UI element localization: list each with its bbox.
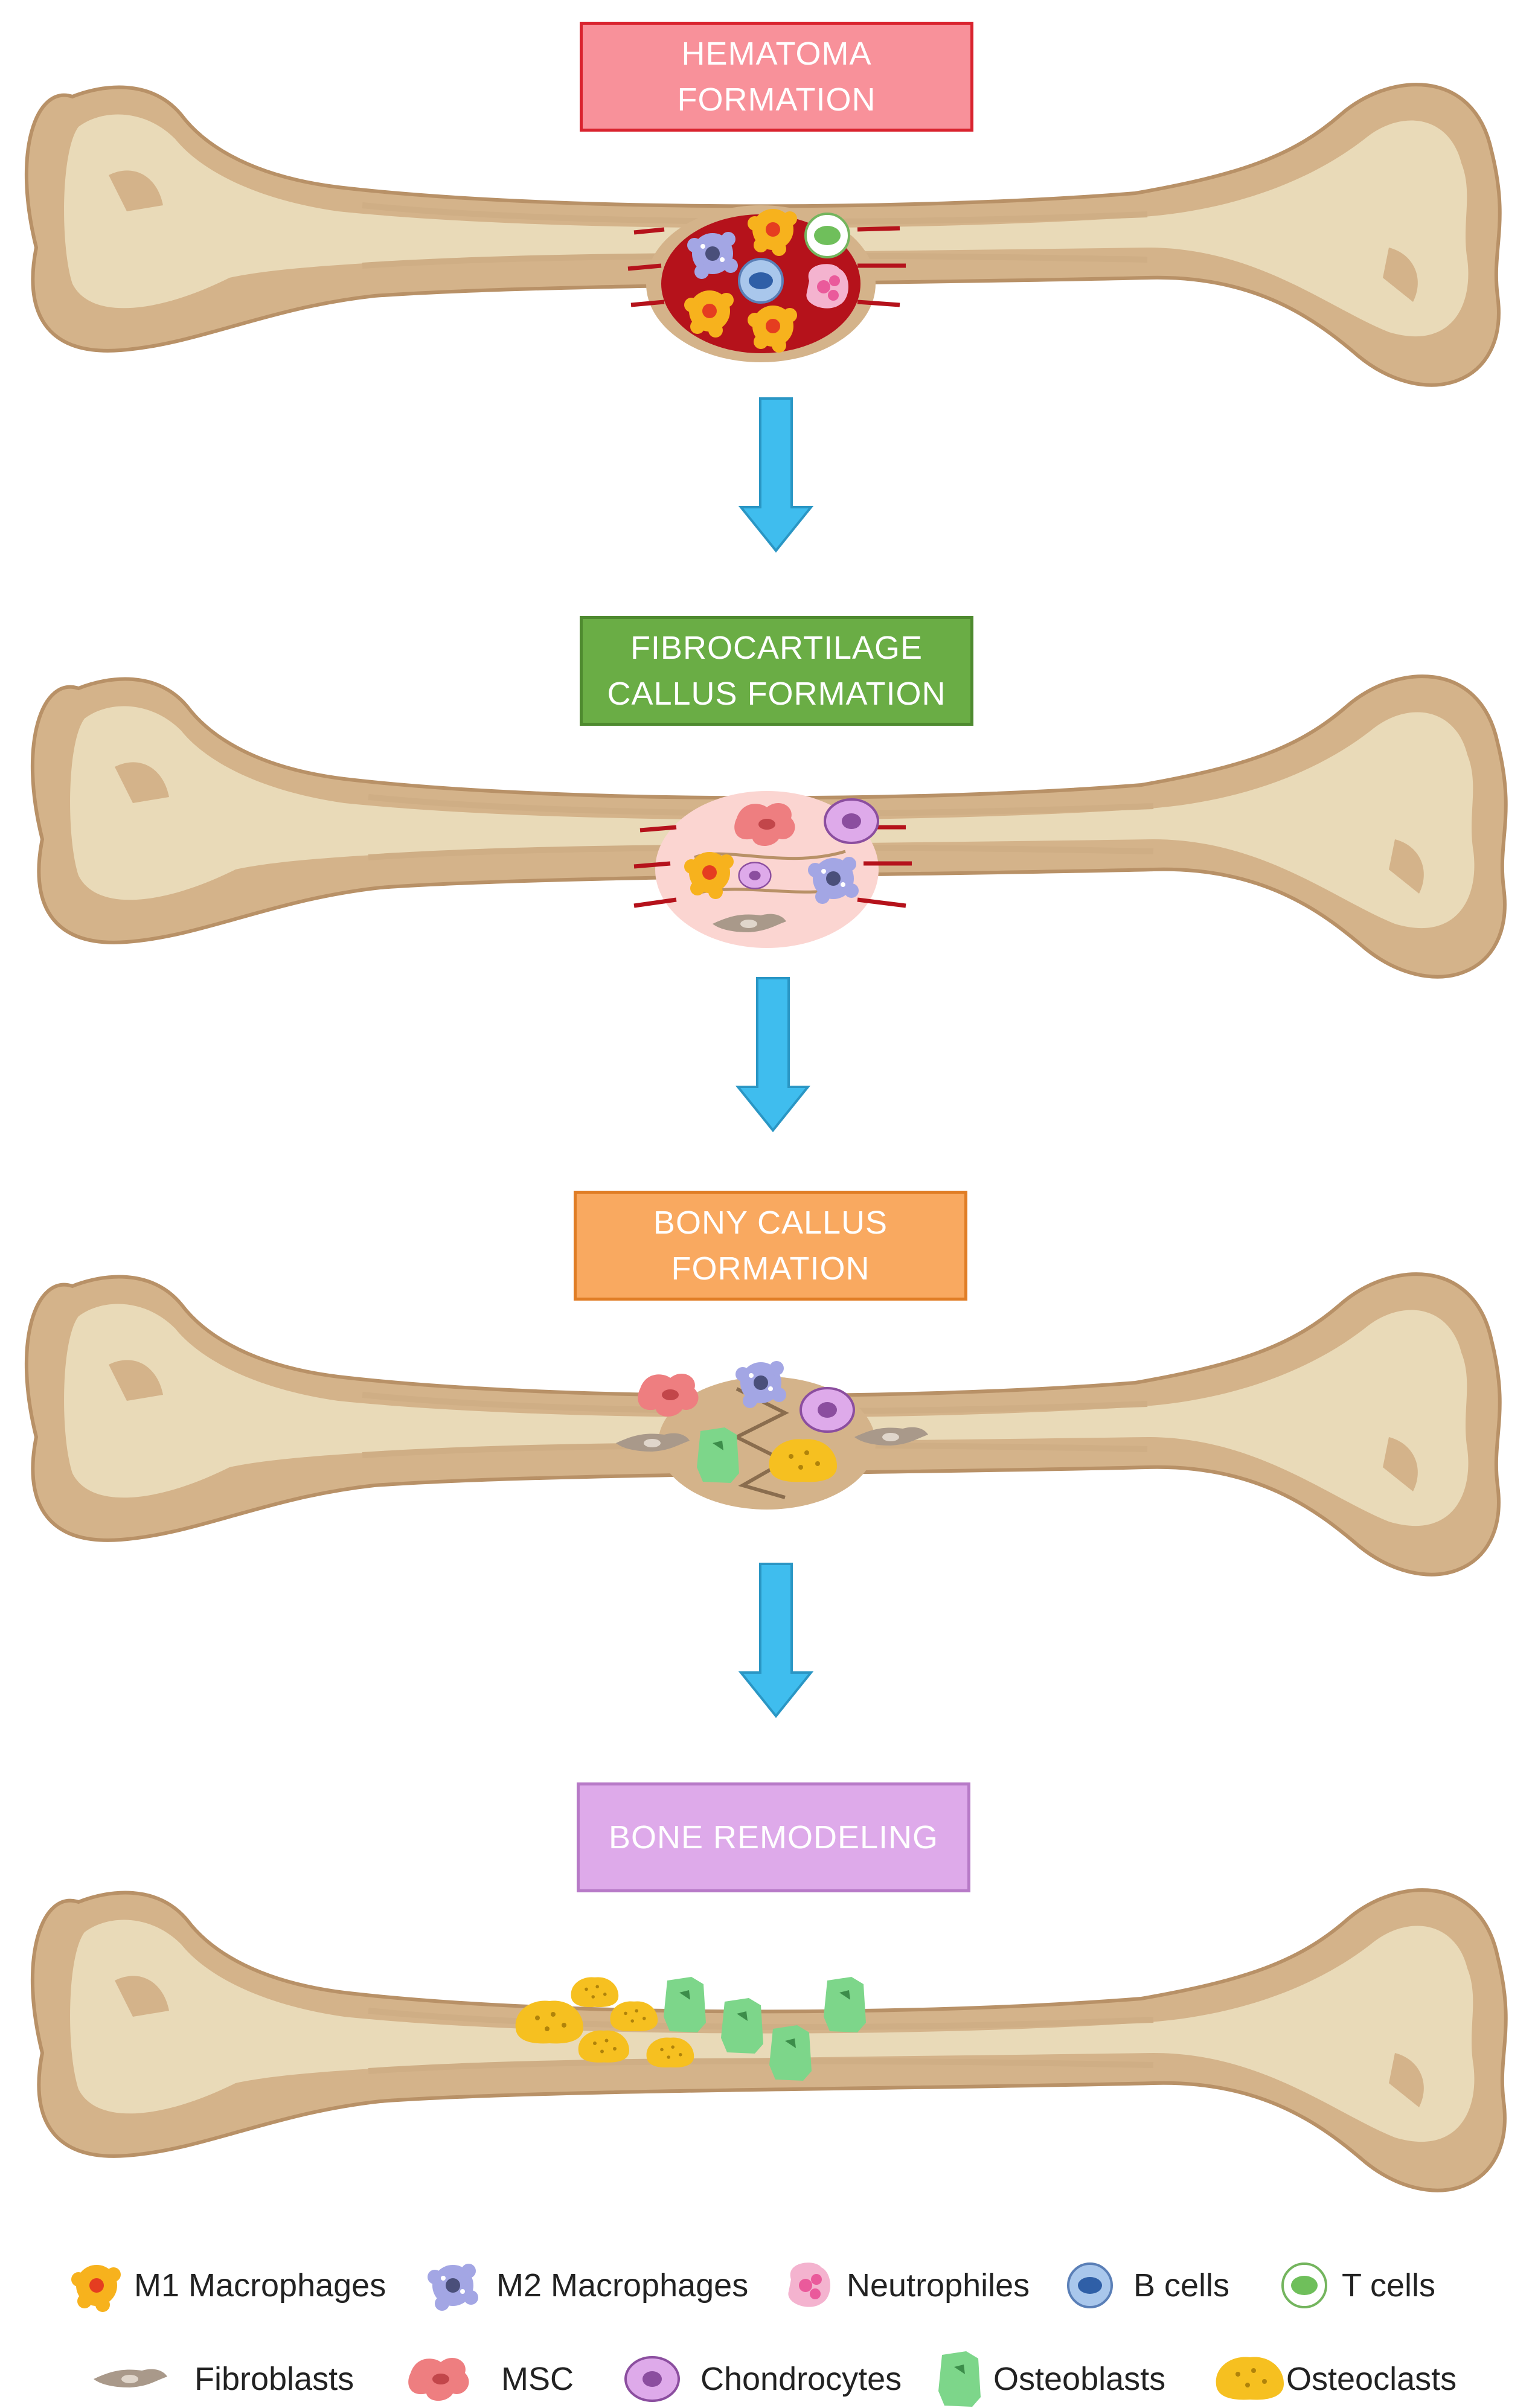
legend-label-chondrocyte: Chondrocytes bbox=[700, 2361, 902, 2397]
legend-label-m2: M2 Macrophages bbox=[496, 2267, 749, 2304]
legend-label-msc: MSC bbox=[501, 2361, 574, 2397]
stage-label-bone-remodeling: BONE REMODELING bbox=[577, 1782, 970, 1892]
osteoblast-icon bbox=[664, 1977, 706, 2032]
chondrocyte-icon bbox=[800, 1387, 855, 1433]
fibrocartilage-callus-region bbox=[633, 791, 912, 948]
t-cell-icon bbox=[804, 213, 850, 258]
osteoclast-icon bbox=[578, 2030, 629, 2063]
neutrophil-icon bbox=[788, 2262, 830, 2307]
m1-macrophage-icon bbox=[71, 2265, 121, 2312]
osteoclast-icon bbox=[1216, 2357, 1284, 2400]
m2-macrophage-icon bbox=[735, 1361, 786, 1408]
legend-label-fibroblast: Fibroblasts bbox=[194, 2361, 354, 2397]
msc-icon bbox=[408, 2358, 469, 2401]
chondrocyte-icon bbox=[738, 862, 772, 889]
stage-arrow bbox=[740, 397, 812, 552]
osteoblast-icon bbox=[697, 1427, 739, 1483]
m2-macrophage-icon bbox=[808, 857, 859, 904]
legend-label-b-cell: B cells bbox=[1133, 2267, 1230, 2304]
m2-macrophage-icon bbox=[687, 232, 738, 279]
b-cell-icon bbox=[1067, 2262, 1113, 2308]
bone-stage-4 bbox=[33, 1890, 1506, 2190]
b-cell-icon bbox=[738, 258, 784, 304]
osteoclast-icon bbox=[610, 2001, 658, 2032]
t-cell-icon bbox=[1281, 2262, 1327, 2308]
stage-label-hematoma: HEMATOMA FORMATION bbox=[580, 22, 973, 132]
fibroblast-icon bbox=[94, 2369, 167, 2387]
osteoclast-icon bbox=[646, 2037, 694, 2068]
neutrophil-icon bbox=[806, 264, 848, 309]
stage-arrow bbox=[737, 977, 809, 1132]
osteoblast-icon bbox=[721, 1998, 763, 2054]
osteoblast-icon bbox=[824, 1977, 866, 2032]
osteoblast-icon bbox=[938, 2351, 981, 2407]
stage-label-bony-callus: BONY CALLUS FORMATION bbox=[574, 1191, 967, 1301]
legend-label-m1: M1 Macrophages bbox=[134, 2267, 386, 2304]
legend-label-t-cell: T cells bbox=[1342, 2267, 1436, 2304]
chondrocyte-icon bbox=[624, 2356, 680, 2402]
m2-macrophage-icon bbox=[428, 2264, 478, 2311]
bony-callus-region bbox=[616, 1361, 928, 1510]
stage-label-fibrocartilage: FIBROCARTILAGE CALLUS FORMATION bbox=[580, 616, 973, 726]
chondrocyte-icon bbox=[824, 798, 879, 844]
legend-label-osteoclast: Osteoclasts bbox=[1286, 2361, 1457, 2397]
legend-label-neutrophil: Neutrophiles bbox=[847, 2267, 1030, 2304]
osteoclast-icon bbox=[769, 1439, 837, 1482]
hematoma-region bbox=[627, 205, 906, 362]
legend-label-osteoblast: Osteoblasts bbox=[993, 2361, 1166, 2397]
osteoclast-icon bbox=[515, 2000, 583, 2044]
osteoblast-icon bbox=[769, 2025, 812, 2081]
osteoclast-icon bbox=[571, 1977, 619, 2008]
stage-arrow bbox=[740, 1563, 812, 1717]
